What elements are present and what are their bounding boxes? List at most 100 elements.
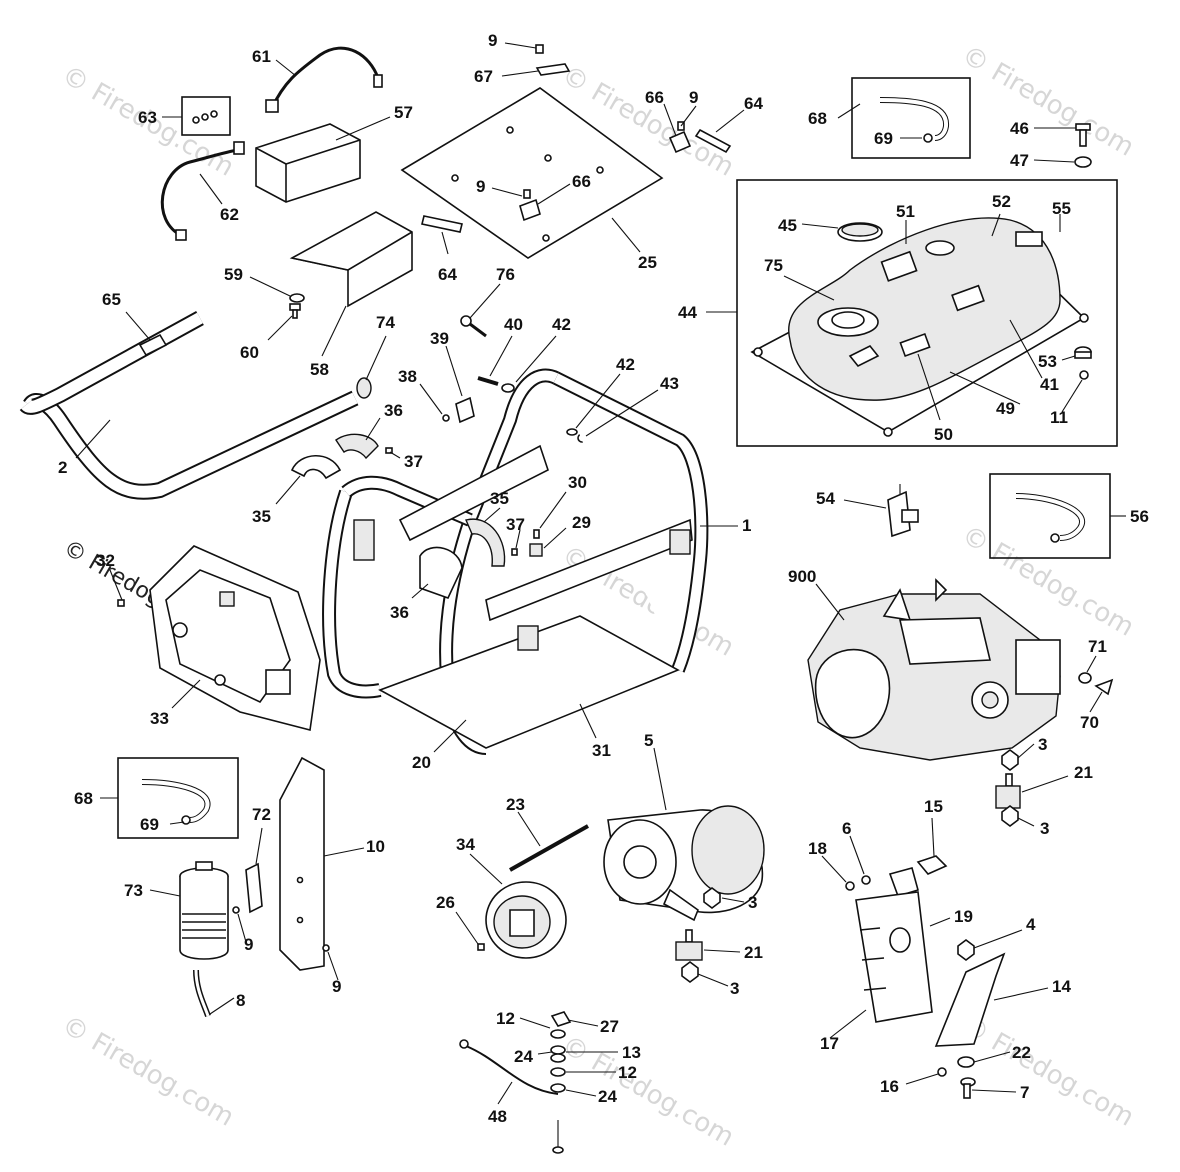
label-46: 46 (1010, 119, 1029, 138)
screw-26 (477, 943, 485, 951)
screw-9-plate (322, 944, 330, 952)
label-42: 42 (616, 355, 635, 374)
hose-kit-68-left (117, 757, 239, 839)
fastener-kit-63 (181, 96, 231, 136)
label-66: 66 (645, 88, 664, 107)
label-7: 7 (1020, 1083, 1029, 1102)
strip-64-top (694, 128, 732, 154)
label-32: 32 (96, 551, 115, 570)
label-74: 74 (376, 313, 395, 332)
screw-32 (117, 599, 125, 607)
wing-nut-70 (1094, 678, 1114, 696)
label-30: 30 (568, 473, 587, 492)
label-23: 23 (506, 795, 525, 814)
label-10: 10 (366, 837, 385, 856)
bracket-39 (455, 396, 475, 424)
label-61: 61 (252, 47, 271, 66)
mount-21-upper (995, 773, 1021, 809)
label-75: 75 (764, 256, 783, 275)
hardware-stack (550, 1011, 572, 1154)
label-3: 3 (748, 893, 757, 912)
washer-42-mid (566, 428, 578, 436)
label-63: 63 (138, 108, 157, 127)
label-55: 55 (1052, 199, 1071, 218)
label-62: 62 (220, 205, 239, 224)
fuel-tank-assembly-44 (736, 179, 1118, 447)
top-panel-25 (400, 87, 664, 259)
pin-76 (460, 315, 487, 338)
washer-71 (1078, 672, 1092, 684)
label-34: 34 (456, 835, 475, 854)
label-69: 69 (140, 815, 159, 834)
label-900: 900 (788, 567, 816, 586)
washer-22 (957, 1056, 975, 1068)
label-3: 3 (1038, 735, 1047, 754)
screw-60 (289, 303, 301, 319)
label-6: 6 (842, 819, 851, 838)
label-45: 45 (778, 216, 797, 235)
label-5: 5 (644, 731, 653, 750)
fuel-valve-54 (887, 484, 919, 538)
strip-64-mid (421, 215, 463, 233)
label-13: 13 (622, 1043, 641, 1062)
nut-16 (937, 1067, 947, 1077)
bolt-46 (1075, 123, 1091, 147)
label-35: 35 (490, 489, 509, 508)
label-37: 37 (506, 515, 525, 534)
grommet-53 (1074, 346, 1092, 359)
bolt-40 (477, 376, 499, 386)
label-57: 57 (394, 103, 413, 122)
nut-3-alt-low (681, 961, 699, 983)
gas-cap-45 (837, 222, 883, 242)
label-42: 42 (552, 315, 571, 334)
label-67: 67 (474, 67, 493, 86)
frame-1 (322, 368, 709, 755)
label-9: 9 (488, 31, 497, 50)
cable-61 (265, 46, 383, 113)
label-39: 39 (430, 329, 449, 348)
label-12: 12 (496, 1009, 515, 1028)
watermark: © Firedog.com (957, 40, 1139, 163)
label-36: 36 (384, 401, 403, 420)
nut-3-alt (703, 887, 721, 909)
canister-73 (179, 861, 229, 960)
label-22: 22 (1012, 1043, 1031, 1062)
label-4: 4 (1026, 915, 1036, 934)
label-9: 9 (689, 88, 698, 107)
watermark: © Firedog.com (57, 1010, 239, 1133)
label-59: 59 (224, 265, 243, 284)
label-15: 15 (924, 797, 943, 816)
washer-42-top (501, 383, 515, 393)
control-panel-33 (149, 545, 321, 731)
alternator-5 (603, 805, 765, 922)
battery-tray-58 (289, 211, 413, 308)
grip-36-top (335, 433, 379, 460)
leader-lines (75, 42, 1126, 1105)
label-38: 38 (398, 367, 417, 386)
label-3: 3 (730, 979, 739, 998)
hose-8 (193, 969, 211, 1017)
end-cap-74 (356, 377, 372, 399)
rear-cover-34 (485, 881, 567, 959)
label-41: 41 (1040, 375, 1059, 394)
label-48: 48 (488, 1107, 507, 1126)
label-2: 2 (58, 458, 67, 477)
strip-67 (535, 63, 571, 76)
label-56: 56 (1130, 507, 1149, 526)
label-29: 29 (572, 513, 591, 532)
label-68: 68 (808, 109, 827, 128)
screw-9-left (232, 906, 240, 914)
label-27: 27 (600, 1017, 619, 1036)
screw-30 (533, 529, 540, 539)
label-9: 9 (476, 177, 485, 196)
label-49: 49 (996, 399, 1015, 418)
label-51: 51 (896, 202, 915, 221)
mount-21-alt (675, 929, 703, 961)
cable-62 (160, 141, 245, 241)
grip-35-top (290, 455, 342, 480)
label-26: 26 (436, 893, 455, 912)
label-50: 50 (934, 425, 953, 444)
washer-47 (1074, 156, 1092, 168)
label-21: 21 (1074, 763, 1093, 782)
spacer-29 (529, 543, 543, 557)
